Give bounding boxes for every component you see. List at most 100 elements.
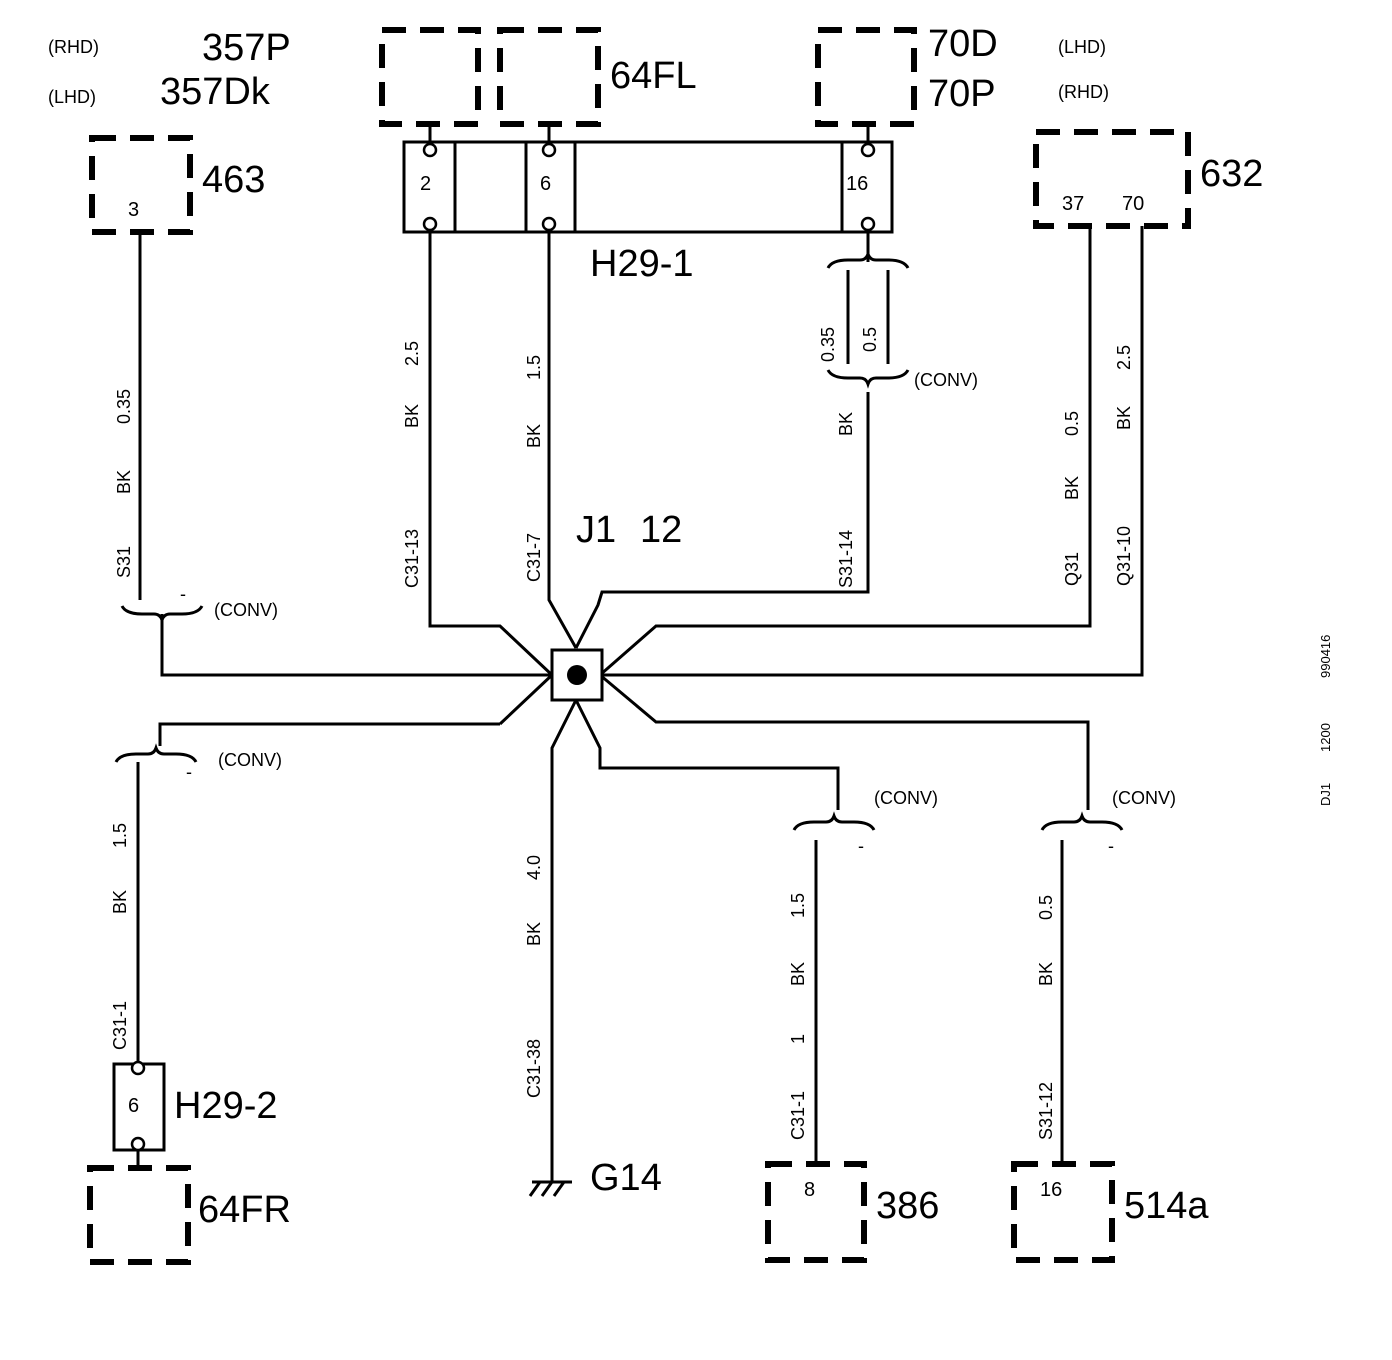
conv-brace-514a <box>1040 811 1124 831</box>
rhd-label-70p: (RHD) <box>1058 82 1109 102</box>
wire-pin6-color: BK <box>524 424 544 448</box>
wire-514a-size: 0.5 <box>1036 895 1056 920</box>
wire-37-circuit: Q31 <box>1062 552 1082 586</box>
component-463-label: 463 <box>202 159 265 201</box>
component-632-box <box>1033 129 1191 229</box>
conv-brace-64fr <box>114 743 198 763</box>
component-386-label: 386 <box>876 1185 939 1227</box>
wire-386-color: BK <box>788 962 808 986</box>
wire-pin16-color: BK <box>836 412 856 436</box>
wire-g14-size: 4.0 <box>524 855 544 880</box>
side-code-a: 990416 <box>1318 635 1333 678</box>
conv-brace-pin16-top <box>826 249 910 269</box>
component-357p-label: 357P <box>202 27 291 69</box>
wire-g14-color: BK <box>524 922 544 946</box>
component-64fl-label: 64FL <box>610 55 697 97</box>
component-70p-label: 70P <box>928 73 996 115</box>
h29-1-pin-6: 6 <box>540 173 551 195</box>
connector-h29-1 <box>402 140 894 234</box>
wire-g14-circuit: C31-38 <box>524 1039 544 1098</box>
h29-1-pin-2: 2 <box>420 173 431 195</box>
conv-label-463: (CONV) <box>214 600 278 620</box>
component-64fr-box <box>87 1165 191 1265</box>
component-64fr-label: 64FR <box>198 1189 291 1231</box>
wire-70-size: 2.5 <box>1114 345 1134 370</box>
wire-386-size: 1.5 <box>788 893 808 918</box>
wire-pin2 <box>428 230 554 677</box>
wire-64fr-color: BK <box>110 890 130 914</box>
component-514a-box <box>1011 1161 1115 1263</box>
minus-mark-514a: - <box>1108 836 1114 856</box>
ground-g14-label: G14 <box>590 1157 662 1199</box>
wire-pin6 <box>547 230 578 649</box>
side-code-c: DJ1 <box>1318 783 1333 806</box>
splice-j1-number: 12 <box>640 509 682 551</box>
component-632-pin-70: 70 <box>1122 193 1144 215</box>
splice-j1-label: J1 <box>576 509 616 551</box>
rhd-label-357p: (RHD) <box>48 37 99 57</box>
wire-514a-upper <box>599 673 1090 810</box>
component-514a-pin: 16 <box>1040 1179 1062 1201</box>
wire-632-37 <box>599 226 1092 677</box>
wire-pin2-color: BK <box>402 404 422 428</box>
wire-37-size: 0.5 <box>1062 411 1082 436</box>
wire-pin16 <box>574 392 870 649</box>
component-64fl-box <box>497 27 601 127</box>
wire-pin2-circuit: C31-13 <box>402 529 422 588</box>
wire-pin16-circuit: S31-14 <box>836 530 856 588</box>
component-357dk-label: 357Dk <box>160 71 271 113</box>
component-463-box <box>89 135 193 235</box>
wire-64fr-circuit: C31-1 <box>110 1001 130 1050</box>
h29-1-pin-16: 16 <box>846 173 868 195</box>
wire-70-color: BK <box>1114 406 1134 430</box>
wire-g14 <box>550 699 578 1182</box>
conv-label-386: (CONV) <box>874 788 938 808</box>
wire-463-lower <box>160 614 552 677</box>
conv-brace-386 <box>792 811 876 831</box>
component-386-box <box>765 1161 867 1263</box>
wire-386-extra: 1 <box>788 1034 808 1044</box>
wire-463-size: 0.35 <box>114 389 134 424</box>
wire-386-circuit: C31-1 <box>788 1091 808 1140</box>
wire-37-color: BK <box>1062 476 1082 500</box>
component-70d-label: 70D <box>928 23 998 65</box>
lhd-label-357dk: (LHD) <box>48 87 96 107</box>
wire-632-70 <box>600 226 1144 677</box>
component-386-pin: 8 <box>804 1179 815 1201</box>
component-unnamed-box <box>379 27 481 127</box>
wire-pin6-circuit: C31-7 <box>524 533 544 582</box>
lhd-label-70d: (LHD) <box>1058 37 1106 57</box>
conv-label-64fr: (CONV) <box>218 750 282 770</box>
wire-463-circuit: S31 <box>114 546 134 578</box>
wire-pin6-size: 1.5 <box>524 355 544 380</box>
component-632-label: 632 <box>1200 153 1263 195</box>
wire-pin2-size: 2.5 <box>402 341 422 366</box>
wire-514a-color: BK <box>1036 962 1056 986</box>
h29-2-pin-6: 6 <box>128 1095 139 1117</box>
conv-label-pin16: (CONV) <box>914 370 978 390</box>
wire-64fr-size: 1.5 <box>110 823 130 848</box>
component-514a-label: 514a <box>1124 1185 1209 1227</box>
connector-h29-1-label: H29-1 <box>590 243 694 285</box>
minus-mark-463: - <box>180 584 186 604</box>
component-632-pin-37: 37 <box>1062 193 1084 215</box>
component-70d-box <box>815 27 917 127</box>
wire-463-color: BK <box>114 470 134 494</box>
minus-mark-64fr: - <box>186 762 192 782</box>
ground-symbol-g14 <box>528 1180 572 1197</box>
wire-pin16-size-a: 0.35 <box>818 327 838 362</box>
conv-brace-pin16-bottom <box>826 369 910 389</box>
wire-386-upper <box>574 699 840 810</box>
splice-dot <box>567 665 587 685</box>
wire-pin16-size-b: 0.5 <box>860 327 880 352</box>
conv-label-514a: (CONV) <box>1112 788 1176 808</box>
wire-64fr-upper <box>158 722 500 746</box>
minus-mark-386: - <box>858 836 864 856</box>
component-463-pin: 3 <box>128 199 139 221</box>
side-code-b: 1200 <box>1318 723 1333 752</box>
wire-70-circuit: Q31-10 <box>1114 526 1134 586</box>
connector-h29-2-label: H29-2 <box>174 1085 278 1127</box>
wire-514a-circuit: S31-12 <box>1036 1082 1056 1140</box>
conv-brace-463 <box>120 605 204 625</box>
